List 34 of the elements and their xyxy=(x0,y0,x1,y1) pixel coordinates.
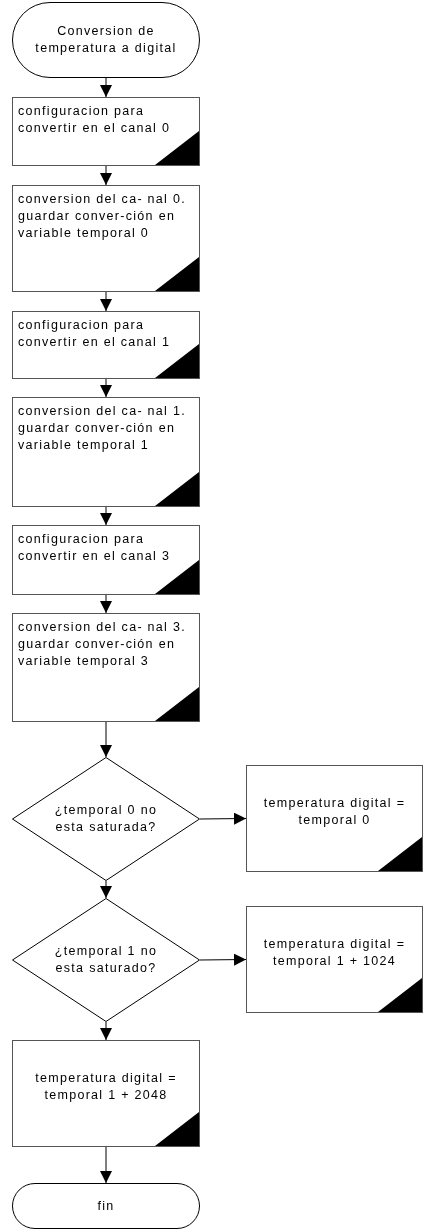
process-box xyxy=(12,613,200,722)
arrow xyxy=(100,506,112,526)
process-box xyxy=(12,1040,200,1147)
arrow xyxy=(100,721,112,758)
step-text: temperatura digital = temporal 1 + 1024 xyxy=(262,935,407,970)
step-text: temperatura digital = temporal 0 xyxy=(262,794,407,829)
arrow xyxy=(100,291,112,312)
step-text: configuracion para convertir en el canal 0 xyxy=(18,103,172,137)
arrow xyxy=(100,1021,112,1041)
process-box xyxy=(12,397,200,507)
step-text: Conversion de temperatura a digital xyxy=(34,23,178,57)
process-box xyxy=(12,97,200,166)
arrow xyxy=(100,880,112,899)
arrow xyxy=(199,953,247,966)
step-text: fin xyxy=(97,1197,115,1215)
arrow xyxy=(100,594,112,614)
condition-text: ¿temporal 1 no esta saturado? xyxy=(53,943,159,977)
arrow xyxy=(199,812,247,825)
process-box xyxy=(12,185,200,292)
process-box xyxy=(246,765,423,872)
step-text: conversion del ca- nal 3. guardar conver-ción en variable temporal 3 xyxy=(18,619,187,670)
process-box xyxy=(246,906,423,1013)
step-text: configuracion para convertir en el canal 1 xyxy=(18,317,172,351)
process-box xyxy=(12,311,200,379)
step-text: conversion del ca- nal 0. guardar conver-ción en variable temporal 0 xyxy=(18,191,187,242)
arrow xyxy=(100,165,112,186)
arrow xyxy=(100,378,112,398)
condition-text: ¿temporal 0 no esta saturada? xyxy=(53,802,159,836)
step-text: configuracion para convertir en el canal 3 xyxy=(18,531,172,565)
step-text: temperatura digital = temporal 1 + 2048 xyxy=(34,1069,178,1104)
arrow xyxy=(100,77,112,98)
step-text: conversion del ca- nal 1. guardar conver-ción en variable temporal 1 xyxy=(18,403,187,454)
arrow xyxy=(100,1146,112,1184)
process-box xyxy=(12,525,200,595)
